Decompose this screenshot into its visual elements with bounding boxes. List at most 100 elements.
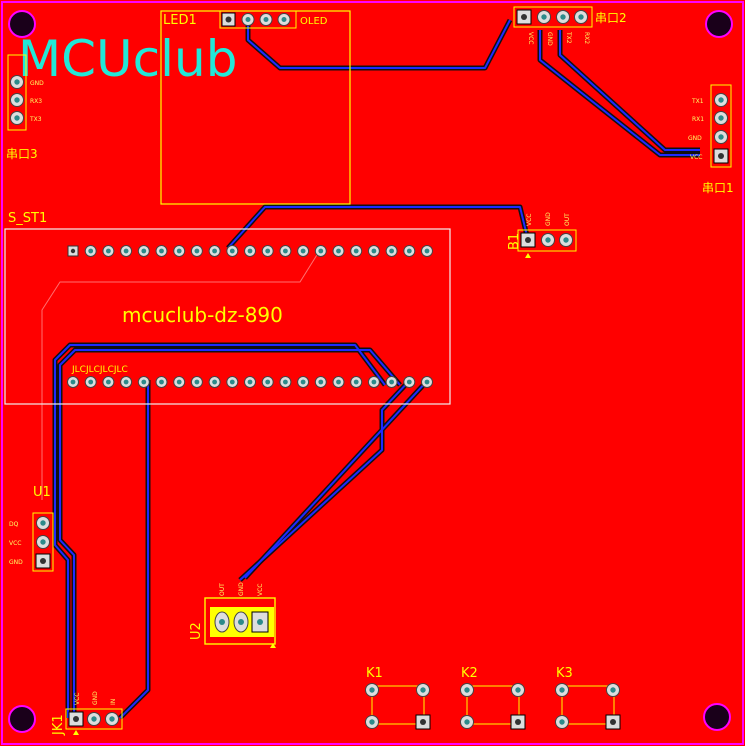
- mcu-pad-hole: [318, 379, 324, 385]
- pin1-marker: [270, 643, 276, 648]
- key-ref: K2: [461, 666, 478, 681]
- uart1-pin-hole: [718, 153, 724, 159]
- pin1-marker: [525, 253, 531, 258]
- u2-pin-hole: [238, 619, 244, 625]
- mounting-hole: [8, 705, 36, 733]
- mcu-pad-hole: [229, 248, 235, 254]
- b1-pin-label: GND: [545, 212, 552, 226]
- board-logo: MCUclub: [18, 30, 237, 88]
- uart3-pin-label: GND: [30, 80, 44, 87]
- key-outline: [561, 685, 615, 725]
- u1-ref: U1: [33, 485, 51, 500]
- key-pin-hole: [559, 719, 565, 725]
- mcu-pad-hole: [88, 248, 94, 254]
- mcu-pad-hole: [88, 379, 94, 385]
- mcu-pad-hole: [247, 248, 253, 254]
- b1-pin-label: VCC: [526, 214, 533, 226]
- key-pin-hole: [464, 719, 470, 725]
- u2-pin-label: VCC: [257, 584, 264, 596]
- uart1-pin-label: TX1: [691, 98, 704, 105]
- mcu-pad-hole: [212, 379, 218, 385]
- key-pin-hole: [464, 687, 470, 693]
- u2-pin-hole: [257, 619, 263, 625]
- u2-pin-label: OUT: [219, 583, 226, 596]
- silk-marking: JLCJLCJLCJLC: [71, 365, 128, 375]
- uart3-ref: 串口3: [6, 147, 38, 161]
- key-pin-hole: [610, 687, 616, 693]
- uart3-pin-hole: [14, 79, 20, 85]
- u2-connector: U2 OUT GND VCC: [189, 582, 276, 648]
- key-pin-hole: [515, 719, 521, 725]
- u1-pin-hole: [40, 558, 46, 564]
- mcu-pad-hole: [283, 379, 288, 385]
- mounting-hole: [8, 10, 36, 38]
- mcu-pad-hole: [389, 379, 394, 385]
- mcu-pad-hole: [353, 248, 359, 254]
- u1-pin-label: GND: [9, 559, 23, 566]
- mcu-top-pin-row: [67, 245, 433, 257]
- mounting-holes: [8, 10, 733, 733]
- mcu-pad-hole: [229, 379, 235, 385]
- mcu-pad-hole: [212, 248, 218, 254]
- led1-name: OLED: [300, 16, 328, 27]
- u2-outline: [204, 597, 276, 645]
- b1-pin-label: OUT: [564, 213, 571, 226]
- key-pin-hole: [420, 719, 426, 725]
- uart2-pin-hole: [578, 14, 584, 20]
- uart2-outline: [513, 6, 593, 28]
- mcu-pad-hole: [247, 379, 253, 385]
- mcu-pad-hole: [371, 379, 377, 385]
- b1-pin-hole: [545, 237, 551, 243]
- jk1-pin-label: VCC: [74, 693, 81, 705]
- uart3-header: GND RX3 TX3 串口3: [6, 54, 44, 161]
- mcu-pad-hole: [176, 248, 182, 254]
- jk1-pin-label: GND: [92, 691, 99, 705]
- mcu-pad-hole: [123, 248, 129, 254]
- jk1-pin-hole: [109, 716, 115, 722]
- b1-outline: [517, 229, 577, 252]
- mcu-pad-hole: [106, 248, 111, 254]
- mcu-pad-hole: [300, 248, 306, 254]
- uart2-pin-label: VCC: [527, 32, 534, 44]
- b1-header: B1 VCC GND OUT: [507, 212, 577, 258]
- mcu-outline: [4, 228, 451, 405]
- key-pin-hole: [559, 687, 565, 693]
- uart2-pin-label: TX2: [565, 31, 572, 44]
- led1-ref: LED1: [163, 13, 197, 28]
- mcu-pad-hole: [106, 379, 111, 385]
- uart2-pin-hole: [541, 14, 547, 20]
- mcu-pad-hole: [265, 248, 271, 254]
- u1-pin-label: VCC: [9, 540, 21, 547]
- key-outline: [371, 685, 425, 725]
- uart3-pin-hole: [14, 115, 20, 121]
- board-model: mcuclub-dz-890: [122, 303, 283, 327]
- uart3-pin-hole: [14, 97, 20, 103]
- mcu-pad-hole: [406, 379, 412, 385]
- mcu-pad-hole: [141, 379, 147, 385]
- mcu-ref: S_ST1: [8, 211, 47, 226]
- uart2-pin-hole: [521, 14, 527, 20]
- mcu-pad-hole: [194, 248, 200, 254]
- uart3-pin-label: TX3: [29, 116, 42, 123]
- mcu-pad-hole: [159, 379, 164, 385]
- mcu-pad-hole: [176, 379, 182, 385]
- uart2-header: 串口2 VCC GND TX2 RX2: [513, 6, 627, 46]
- led1-pin-hole: [263, 17, 269, 22]
- uart1-pin-hole: [718, 115, 724, 121]
- mcu-pad-hole: [283, 248, 288, 254]
- mcu-pad-hole: [70, 379, 76, 385]
- mcu-pad-hole: [336, 248, 341, 254]
- jk1-header: JK1 VCC GND IN: [51, 691, 123, 736]
- key-ref: K1: [366, 666, 383, 681]
- jk1-pin-hole: [91, 716, 97, 722]
- mcu-pad-hole: [318, 248, 324, 254]
- mcu-pad-hole: [406, 248, 412, 254]
- jk1-pin-label: IN: [110, 699, 117, 705]
- u2-ref: U2: [189, 622, 204, 640]
- jk1-ref: JK1: [51, 714, 66, 736]
- uart1-pin-label: GND: [688, 135, 702, 142]
- key-outline: [466, 685, 520, 725]
